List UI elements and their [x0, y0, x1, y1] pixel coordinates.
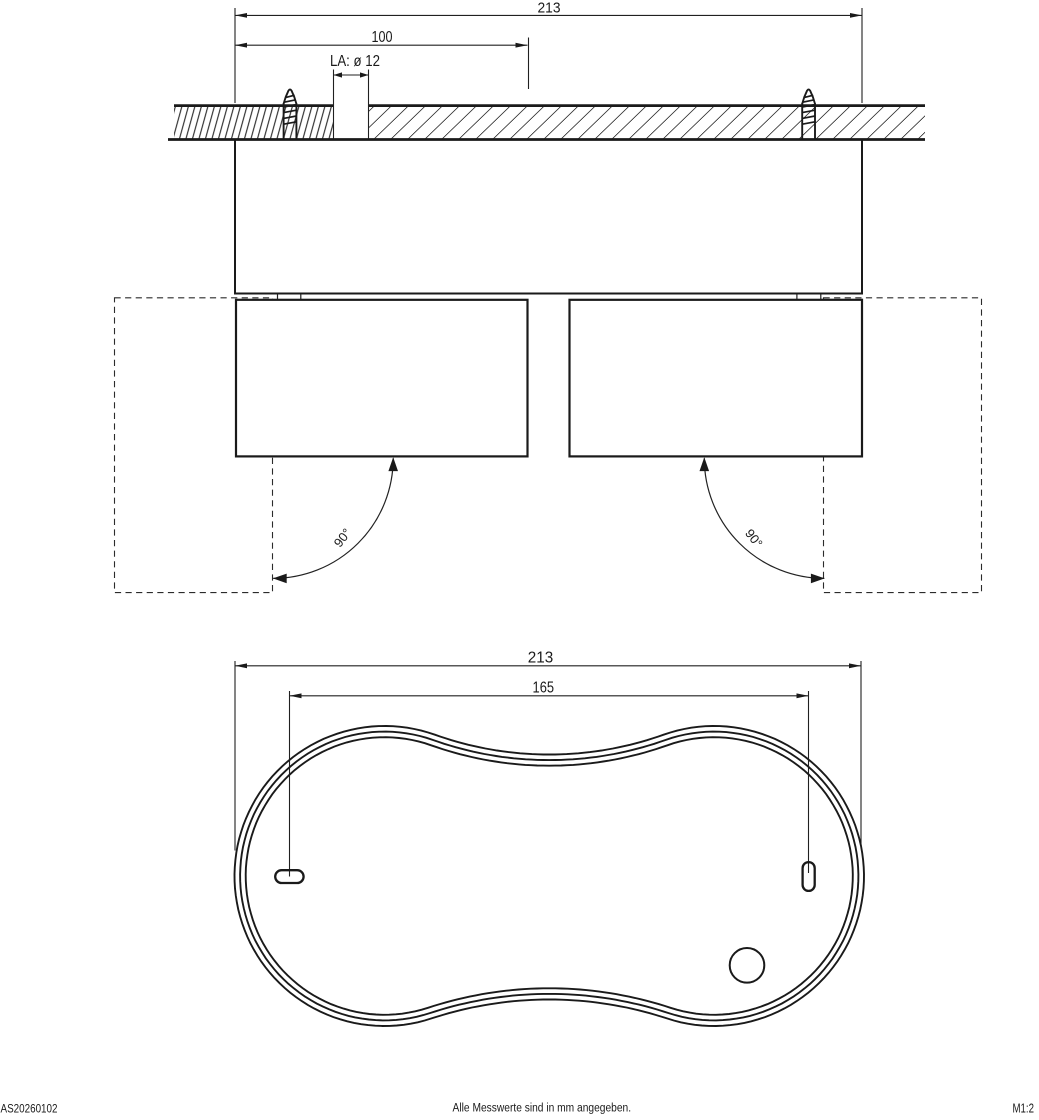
svg-text:LA: ø 12: LA: ø 12	[330, 53, 380, 70]
svg-text:AS20260102: AS20260102	[1, 1101, 58, 1115]
svg-text:213: 213	[528, 649, 554, 666]
svg-text:Alle Messwerte sind in mm ange: Alle Messwerte sind in mm angegeben.	[453, 1103, 632, 1115]
svg-text:165: 165	[533, 680, 555, 697]
svg-text:213: 213	[538, 0, 561, 17]
svg-text:100: 100	[372, 29, 393, 46]
svg-text:M1:2: M1:2	[1013, 1102, 1035, 1116]
